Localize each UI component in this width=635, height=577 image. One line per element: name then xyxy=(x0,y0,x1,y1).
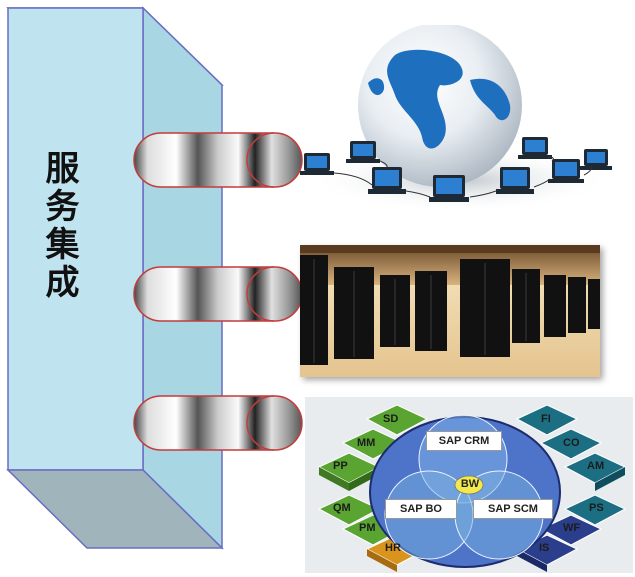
module-label: QM xyxy=(333,502,351,514)
module-label: HR xyxy=(385,542,401,554)
module-label: PM xyxy=(359,522,376,534)
module-label: MM xyxy=(357,437,376,449)
modules-right-top xyxy=(515,404,627,491)
core-label: SAP CRM xyxy=(426,431,502,451)
module-label: PP xyxy=(333,460,348,472)
connector-3 xyxy=(133,395,303,451)
core-label: SAP BO xyxy=(385,499,457,519)
module-label: WF xyxy=(563,522,581,534)
module-label: SD xyxy=(383,413,399,425)
globe-network-icon xyxy=(300,25,612,212)
module-label: FI xyxy=(541,413,551,425)
module-label: IS xyxy=(539,542,550,554)
connector-1 xyxy=(133,132,303,188)
module-label: CO xyxy=(563,437,580,449)
server-room-icon xyxy=(300,245,600,377)
sap-diagram: SD MM PP QM PM HR FI CO AM PS WF IS SAP … xyxy=(305,397,633,573)
pillar-title: 服务集成 xyxy=(39,150,79,302)
connector-2 xyxy=(133,266,303,322)
module-label: PS xyxy=(589,502,604,514)
module-label: AM xyxy=(587,460,605,472)
core-label: BW xyxy=(460,478,480,490)
modules-left-top xyxy=(317,404,429,491)
core-label: SAP SCM xyxy=(473,499,553,519)
